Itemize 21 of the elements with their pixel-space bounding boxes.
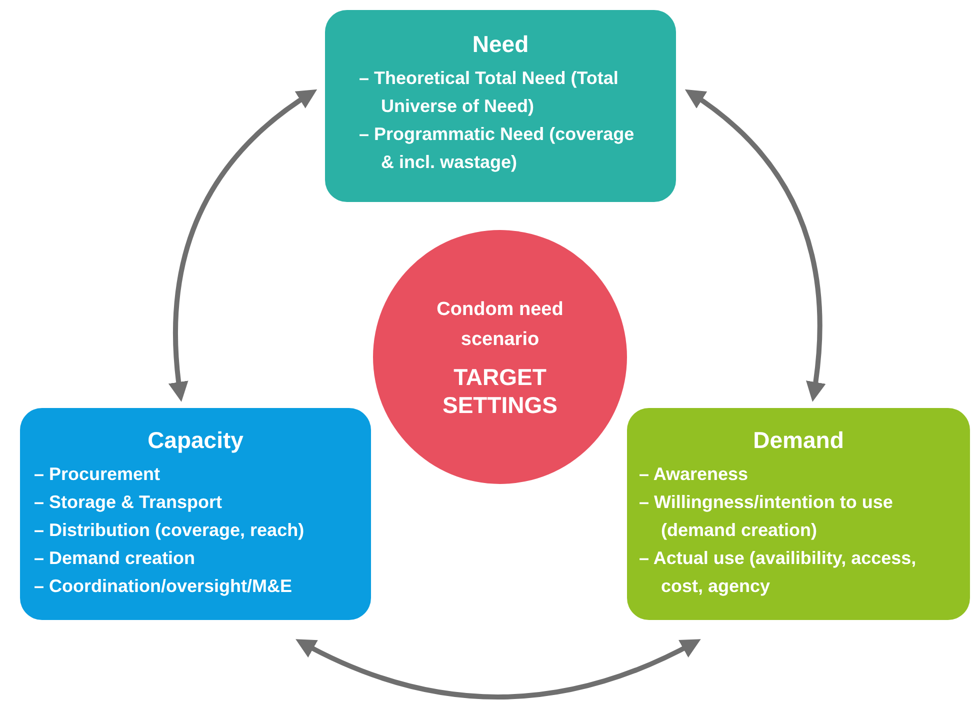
rounded-box — [325, 10, 676, 202]
double-arrow — [685, 89, 826, 402]
scenario-text: Condom need scenario — [436, 298, 564, 352]
double-arrow — [295, 639, 701, 700]
bullet-item: – Awareness — [639, 463, 750, 486]
rounded-box — [20, 408, 371, 620]
bullet-item: – Storage & Transport — [34, 491, 224, 514]
bullet-item: – Programmatic Need (coverage & incl. wastage) — [359, 123, 636, 174]
bullet-item: – Demand creation — [34, 547, 196, 570]
target-text: TARGET SETTINGS — [441, 363, 558, 419]
bullet-item: – Willingness/intention to use (demand creation) — [639, 491, 894, 542]
bullet-item: – Theoretical Total Need (Total Universe of Need) — [359, 67, 620, 118]
box-heading: Demand — [752, 426, 845, 454]
bullet-item: – Procurement — [34, 463, 162, 486]
rounded-box — [627, 408, 970, 620]
box-heading: Need — [471, 30, 530, 58]
bullet-item: – Distribution (coverage, reach) — [34, 519, 306, 542]
bullet-item: – Coordination/oversight/M&E — [34, 575, 294, 598]
box-heading: Capacity — [146, 426, 244, 454]
bullet-item: – Actual use (availibility, access, cost, agency — [639, 547, 918, 598]
double-arrow — [168, 89, 317, 402]
